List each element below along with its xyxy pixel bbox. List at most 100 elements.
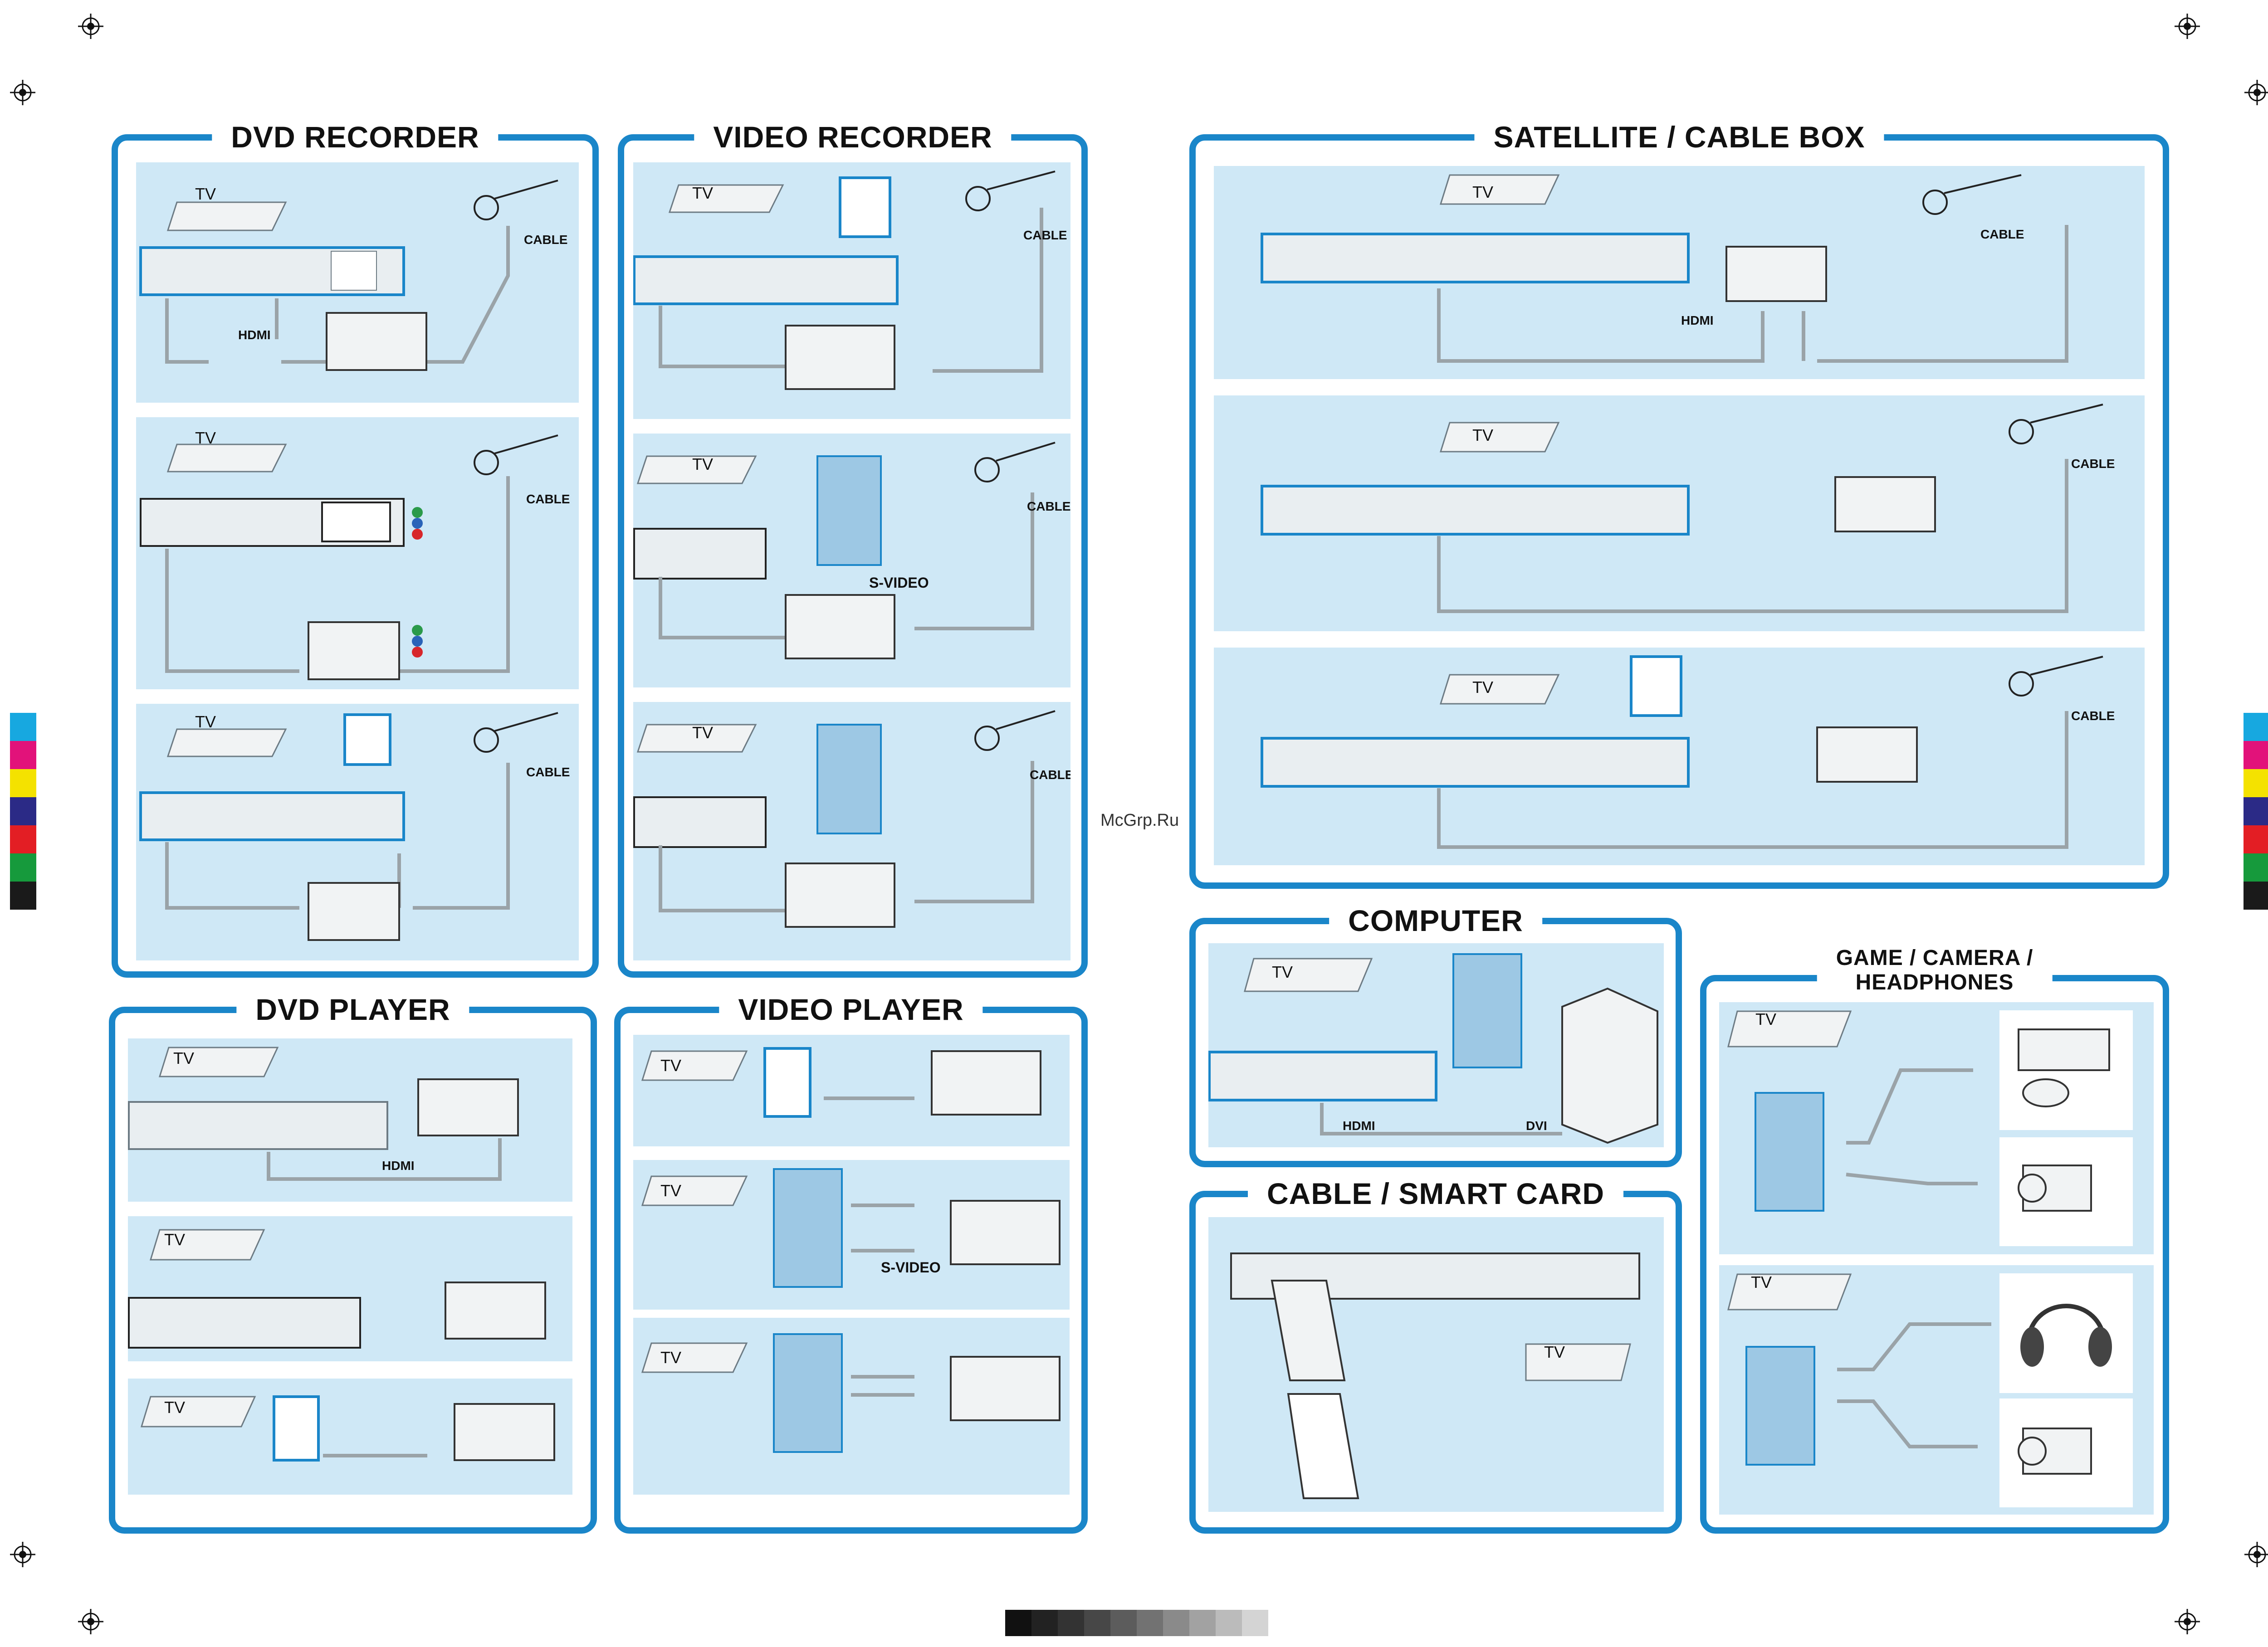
tv-outline (642, 1176, 747, 1205)
scene-satellite-hdmi: TV HDMI CABLE (1214, 166, 2145, 379)
registration-mark-icon (78, 14, 103, 39)
hdmi-label: HDMI (382, 1159, 415, 1173)
hdmi-label: HDMI (1681, 313, 1714, 327)
tv-label: TV (1544, 1343, 1565, 1361)
receiver-unit (1262, 486, 1688, 534)
connection-drawing: TV HDMI DVI (1208, 943, 1664, 1147)
video-recorder-unit (634, 529, 766, 579)
video-recorder-device (786, 595, 894, 658)
panel-title: VIDEO RECORDER (694, 117, 1011, 157)
av-side-panel (774, 1169, 842, 1287)
connection-drawing: TV (633, 1035, 1070, 1146)
tv-rear-panel (1209, 1052, 1436, 1100)
cable (851, 1205, 914, 1251)
scart-panel (765, 1048, 810, 1116)
dvd-recorder-device (308, 883, 399, 940)
camcorder-icon (2019, 1428, 2091, 1474)
registration-mark-icon (10, 80, 35, 105)
connection-drawing: TV CABLE (136, 417, 579, 689)
tv-label: TV (692, 184, 713, 202)
scene-headphones-camera: TV (1719, 1265, 2154, 1515)
cable-label: CABLE (1027, 499, 1070, 513)
tv-outline (642, 1343, 747, 1372)
connection-drawing: TV (1719, 1002, 2154, 1254)
connector-panel (322, 502, 390, 541)
tv-label: TV (1472, 183, 1493, 201)
tv-outline (168, 729, 286, 756)
registration-mark-icon (10, 1542, 35, 1567)
smart-card-icon (1272, 1281, 1358, 1498)
registration-mark-icon (2175, 1609, 2200, 1634)
scene-dvd-player-hdmi: TV HDMI (128, 1038, 572, 1202)
scart-panel (345, 715, 390, 765)
scene-computer-hdmi-dvi: TV HDMI DVI (1208, 943, 1664, 1147)
cable-box-device (1726, 247, 1826, 301)
scart-panel (1631, 657, 1681, 716)
tv-label: TV (1472, 426, 1493, 444)
tv-label: TV (195, 712, 216, 731)
color-calibration-bar-left (10, 713, 36, 910)
antenna-icon (966, 171, 1055, 210)
connection-drawing: TV HDMI CABLE (1214, 166, 2145, 379)
tv-rear-panel (129, 1298, 360, 1348)
dvd-player-device (455, 1404, 554, 1460)
dvi-label: DVI (1526, 1119, 1547, 1133)
connection-drawing: TV HDMI (128, 1038, 572, 1202)
scene-satellite-scart: TV CABLE (1214, 648, 2145, 865)
scene-video-player-scart: TV (633, 1035, 1070, 1146)
satellite-dish-icon (1923, 175, 2021, 214)
computer-tower-icon (1562, 989, 1657, 1143)
connection-drawing: TV S-VIDEO CABLE (633, 434, 1070, 687)
hdmi-label: HDMI (1343, 1119, 1375, 1133)
av-side-panel (774, 1334, 842, 1452)
camcorder-icon (2019, 1165, 2091, 1211)
av-side-panel (817, 725, 881, 833)
tv-outline (1526, 1344, 1630, 1380)
cable (167, 298, 209, 362)
connection-drawing: TV CABLE (1214, 395, 2145, 631)
scene-video-recorder-scart: TV CABLE (633, 162, 1070, 419)
tv-outline (1441, 423, 1559, 452)
component-green (412, 625, 423, 636)
video-recorder-unit (634, 257, 897, 304)
tv-outline (168, 202, 286, 230)
scene-dvd-player-component: TV (128, 1216, 572, 1361)
scene-video-recorder-svideo: TV S-VIDEO CABLE (633, 434, 1070, 687)
scene-video-player-composite: TV (633, 1318, 1070, 1495)
dvd-recorder-device (308, 622, 399, 679)
tv-outline (1728, 1274, 1851, 1310)
video-recorder-device (786, 863, 894, 927)
cable (1837, 1324, 1991, 1447)
tv-label: TV (1755, 1010, 1776, 1028)
receiver-unit (1262, 738, 1688, 786)
tv-outline (1728, 1011, 1851, 1047)
panel-title: GAME / CAMERA / HEADPHONES (1817, 946, 2053, 995)
satellite-dish-icon (2009, 404, 2103, 443)
connection-drawing: TV (128, 1379, 572, 1495)
scart-panel (274, 1397, 318, 1460)
color-calibration-bar-right (2244, 713, 2268, 910)
antenna-icon (975, 711, 1055, 750)
registration-mark-icon (2175, 14, 2200, 39)
connection-drawing: TV CABLE (1214, 648, 2145, 865)
component-green (412, 507, 423, 518)
satellite-dish-icon (2009, 657, 2103, 696)
antenna-icon (474, 435, 558, 474)
connection-drawing: TV (128, 1216, 572, 1361)
tv-label: TV (692, 455, 713, 473)
panel-title: COMPUTER (1329, 901, 1542, 940)
cable-label: CABLE (1030, 768, 1070, 782)
video-recorder-unit (634, 797, 766, 847)
registration-mark-icon (2244, 80, 2268, 105)
cable (1846, 1070, 1978, 1184)
cable-box-device (1817, 727, 1917, 782)
cable-label: CABLE (2071, 457, 2115, 471)
video-player-device (932, 1051, 1041, 1115)
panel-title: DVD RECORDER (212, 117, 498, 157)
registration-mark-icon (78, 1609, 103, 1634)
component-red (412, 647, 423, 658)
av-side-panel (1746, 1347, 1814, 1465)
tv-rear-panel (129, 1102, 387, 1149)
registration-mark-icon (2244, 1542, 2268, 1567)
